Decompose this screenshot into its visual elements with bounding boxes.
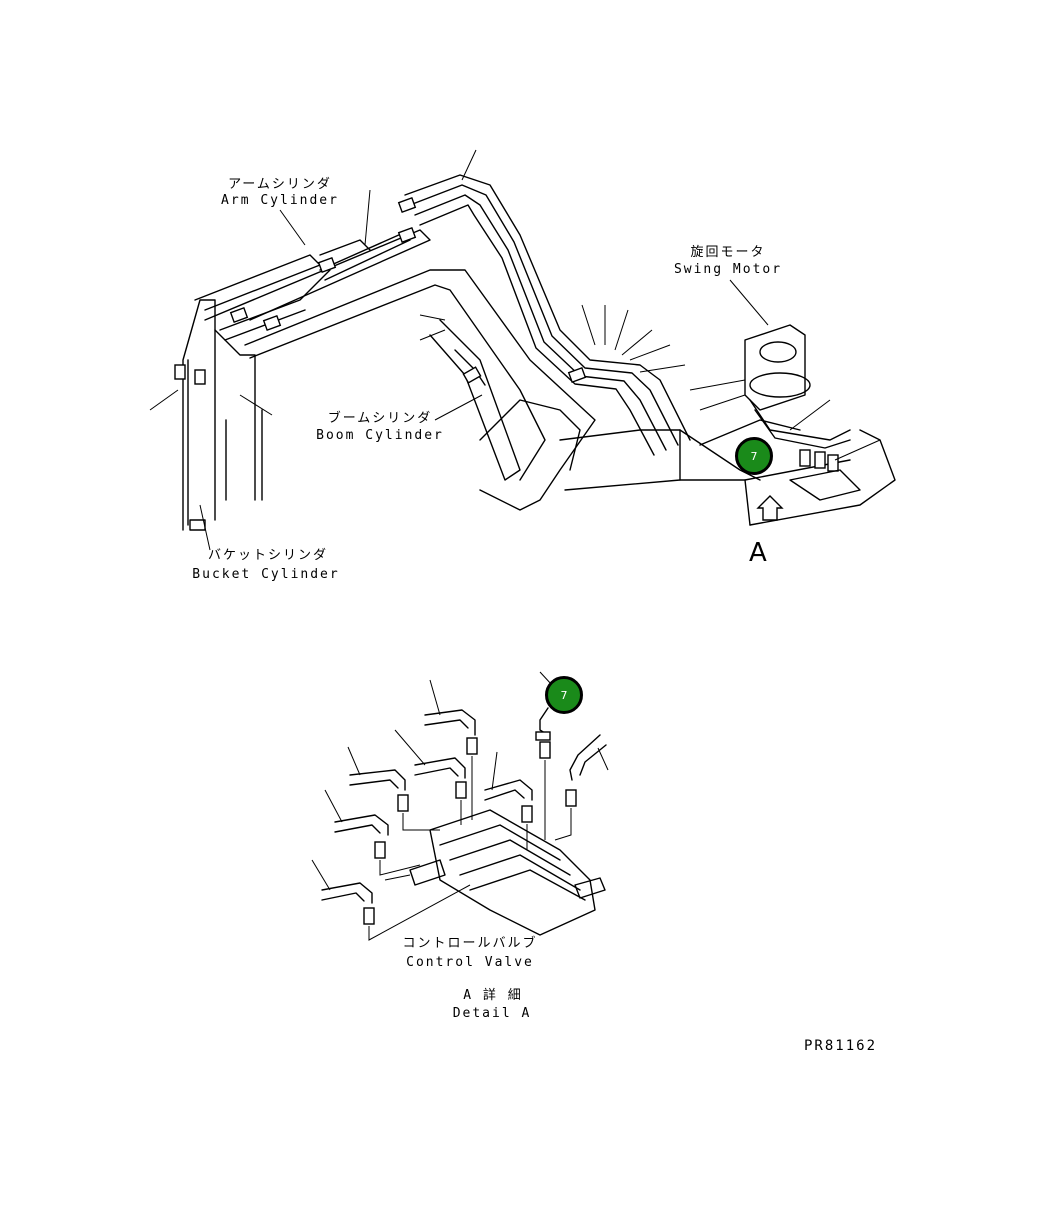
- view-marker-a: A: [749, 538, 767, 568]
- control-valve-assembly: [321, 707, 607, 941]
- part-callout-7-lower[interactable]: 7: [545, 676, 583, 714]
- arm-cylinder-label-ja: アームシリンダ: [228, 177, 332, 192]
- detail-a-label-ja: A 詳 細: [463, 988, 523, 1003]
- part-callout-7-upper[interactable]: 7: [735, 437, 773, 475]
- swing-motor-label-en: Swing Motor: [673, 262, 783, 277]
- bucket-cylinder-label-en: Bucket Cylinder: [192, 567, 340, 582]
- boom-cylinder-label-en: Boom Cylinder: [316, 428, 444, 443]
- leader-lines-upper: [149, 149, 881, 551]
- bucket-cylinder-label-ja: バケットシリンダ: [207, 548, 329, 563]
- boom-cylinder-label-ja: ブームシリンダ: [327, 411, 433, 426]
- detail-a-label-en: Detail A: [452, 1006, 532, 1021]
- drawing-number: PR81162: [804, 1038, 878, 1054]
- arm-cylinder-label-en: Arm Cylinder: [221, 193, 339, 208]
- swing-motor-label-ja: 旋回モータ: [690, 245, 766, 260]
- control-valve-label-ja: コントロールバルブ: [402, 936, 538, 951]
- boom-arm-assembly: [174, 174, 896, 531]
- control-valve-label-en: Control Valve: [406, 955, 534, 970]
- leader-lines-lower: [311, 671, 609, 891]
